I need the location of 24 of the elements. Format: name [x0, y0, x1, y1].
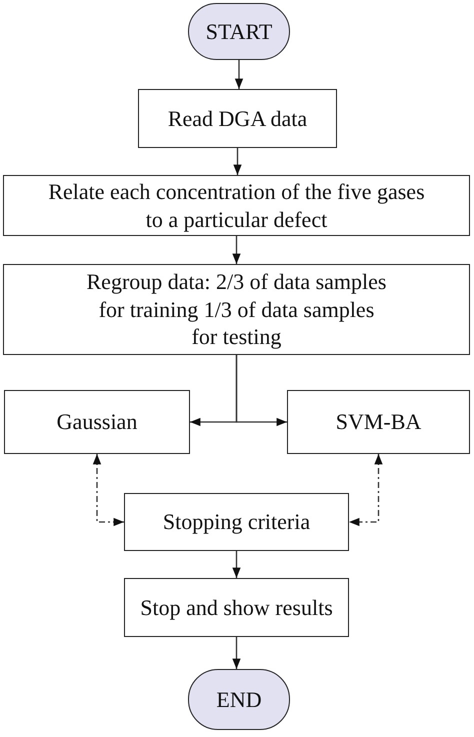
arrow: [234, 60, 244, 89]
node-text: Stop and show results: [140, 594, 333, 622]
process-box: [3, 175, 470, 236]
node-text: Regroup data: 2/3 of data samples for training 1/3 of data samples for testing: [86, 268, 386, 351]
node-text: SVM-BA: [336, 408, 422, 436]
node-text: START: [206, 18, 272, 46]
node-text: Stopping criteria: [162, 508, 310, 536]
process-box: [138, 89, 337, 148]
process-box: [4, 390, 190, 454]
process-box: [124, 493, 349, 551]
dash-dot-arrow: [92, 454, 124, 526]
node-text: Gaussian: [56, 408, 138, 436]
node-text: END: [216, 686, 262, 714]
arrow: [232, 236, 241, 264]
process-box: [124, 578, 349, 637]
arrow: [236, 355, 287, 426]
process-box: [287, 390, 470, 454]
arrow: [232, 637, 241, 669]
node-text: Relate each concentration of the five gases to a particular defect: [47, 178, 426, 233]
arrow: [232, 551, 241, 578]
node-text: Read DGA data: [168, 104, 308, 132]
dash-dot-arrow: [349, 454, 383, 526]
process-box: [3, 264, 470, 355]
arrow: [233, 148, 242, 175]
